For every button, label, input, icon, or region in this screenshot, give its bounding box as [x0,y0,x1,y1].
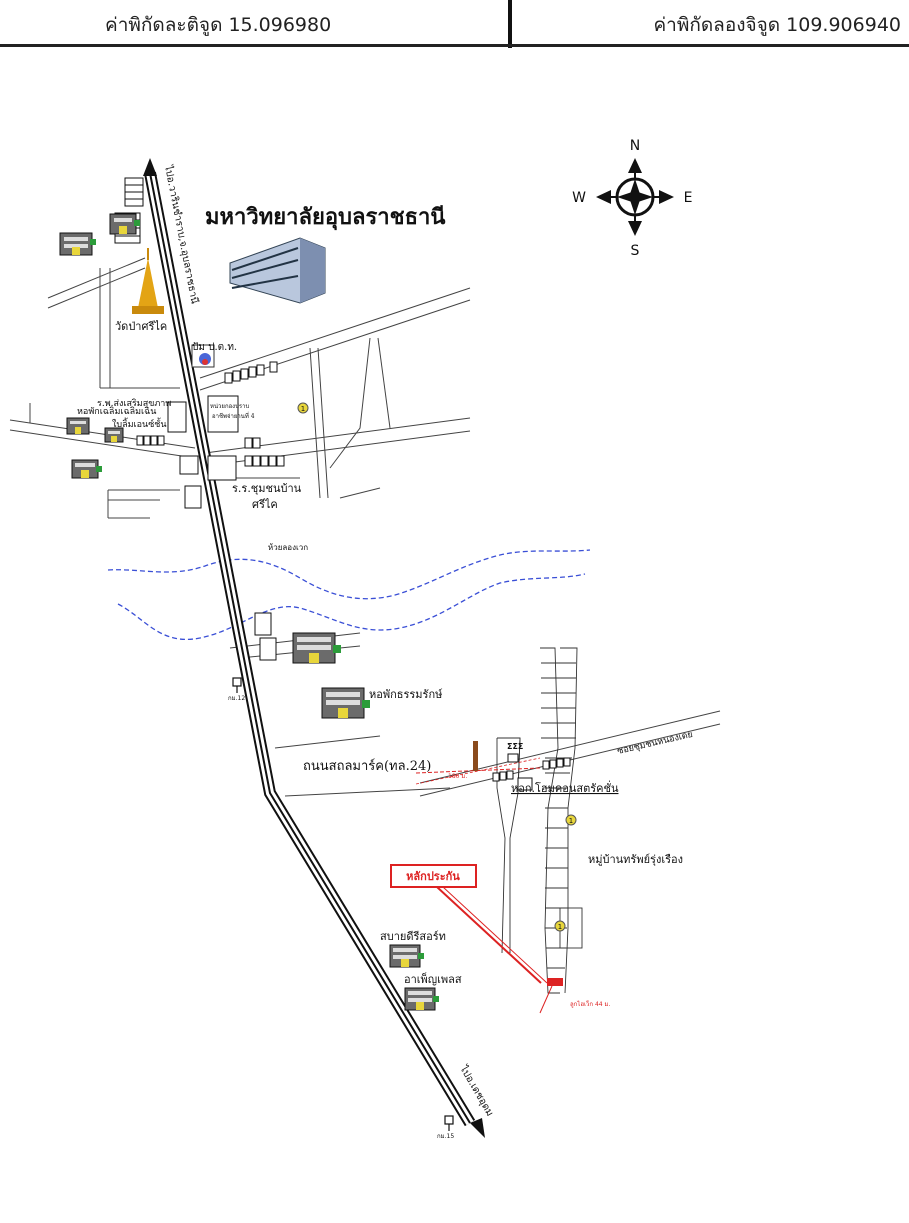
km12-label: กม.12 [228,695,245,702]
place-label: อาเพ็ญเพลส [404,972,462,986]
university-building-icon [229,237,326,304]
marker-circle-1 [297,402,309,414]
village-label: หมู่บ้านทรัพย์รุ่งเรือง [588,853,683,866]
hospital-label: ร.พ.ส่งเสริมสุขภาพ [97,398,171,409]
dorm-a-sublabel: ใบลิ้มเอนซ์ชั้น [112,417,167,430]
soi-shop-label: ΣΣΣ [507,742,523,751]
creek-lines [107,549,591,640]
landmark-label: หลักประกัน [406,870,460,883]
police-label: หน่วยกองปราบ [210,403,250,410]
soi-label: ซอยชุมชนหนองเดย [616,730,693,757]
school-label: ร.ร.ชุมชนบ้าน [232,482,302,495]
north-arrow-icon [143,158,157,176]
compass-s: S [631,243,640,259]
distance-44-label: ลูกไฮเว็ก 44 ม. [570,999,610,1008]
police-sublabel: อาชีพจ่ายานที่ 4 [212,412,255,420]
dorm-building-icon [59,213,439,1011]
marker-3-label: 1 [558,923,562,931]
compass-e: E [684,190,693,206]
gas-station-label: ปัม ป.ต.ท. [192,342,237,353]
side-roads [9,257,721,797]
temple-label: วัดป่าศรีไค [115,320,167,333]
landmark-pointer [436,886,553,1014]
km15-post-icon [444,1115,454,1131]
coordinates-header: ค่าพิกัดละติจูด 15.096980 ค่าพิกัดลองจิจ… [0,0,909,48]
main-highway [144,171,476,1127]
resort-label: สบายดีรีสอร์ท [380,930,446,943]
temple-icon [132,248,164,314]
creek-label: ห้วยลองเวก [268,543,308,552]
marker-circle-3 [554,920,566,932]
shop-blocks [136,361,285,481]
landmark-callout [390,864,477,888]
compass-w: W [572,190,586,206]
km15-label: กม.15 [437,1133,454,1140]
dorm-b-label: หอพักธรรมรักษ์ [369,688,443,701]
longitude-text: ค่าพิกัดลองจิจูด 109.906940 [653,14,901,36]
village-plots [496,647,583,994]
km12-post-icon [232,677,242,693]
distance-180-label: 180 ม. [448,773,467,780]
compass-rose: N S W E [572,138,692,259]
dorm-a-label: หอพักเฉลิมเฉลิมเฉิน [77,406,156,417]
university-title: มหาวิทยาลัยอุบลราชธานี [205,204,445,231]
marker-2-label: 1 [569,817,573,825]
gas-station-icon [191,344,215,368]
latitude-text: ค่าพิกัดละติจูด 15.096980 [105,14,332,36]
compass-n: N [630,138,640,154]
location-map: N S W E ห้วยลองเวก ไปอ.วารินชำราบ,จ.อุบล… [9,138,721,1140]
south-arrow-icon [470,1118,485,1138]
marker-1-label: 1 [301,405,305,413]
marker-circle-2 [565,814,577,826]
highway-label: ถนนสถลมาร์ค(ทล.24) [303,758,431,774]
header-divider [508,0,512,48]
header-rule [0,44,909,47]
landmark-post [473,741,478,771]
school-sublabel: ศรีไค [252,498,278,511]
target-plot [547,978,563,986]
soi-shops [492,753,571,791]
dorm-c-label: หอก.โฮมคอนสตรัคชั่น [511,780,619,795]
